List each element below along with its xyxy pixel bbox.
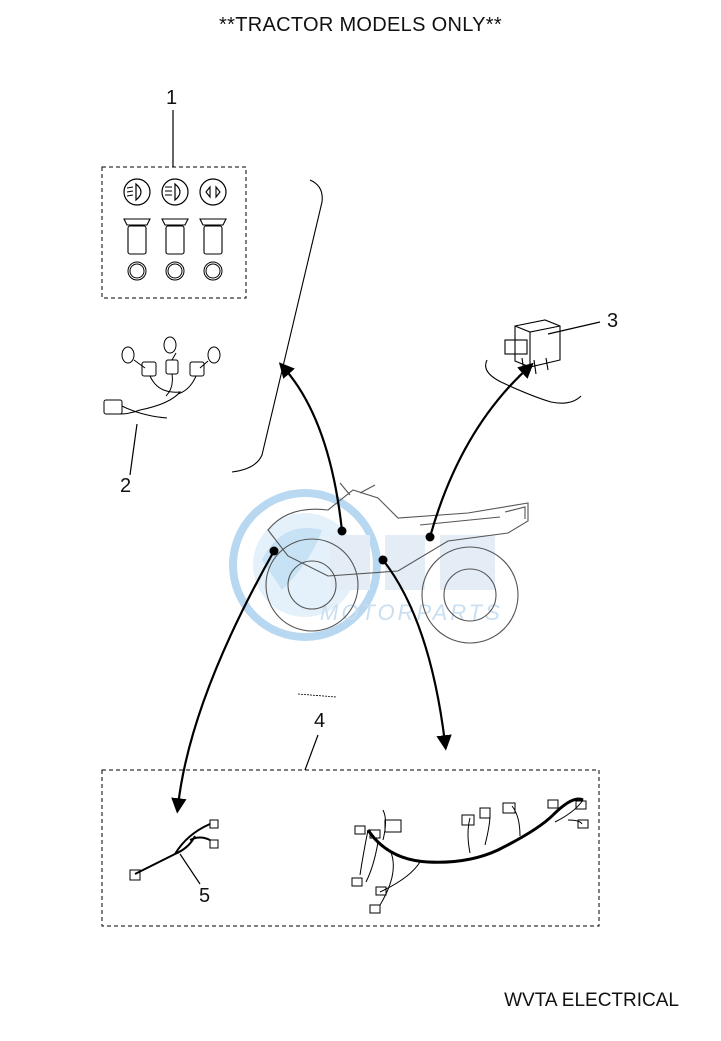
- retaining-ring-set: [127, 261, 223, 281]
- high-beam-icon: [161, 178, 189, 206]
- atv-outline: [265, 482, 529, 644]
- watermark-text: MOTORPARTS: [320, 600, 503, 625]
- part-2-bulb-harness: [103, 336, 221, 476]
- part-3-relay: [485, 319, 601, 404]
- connector-arrows: [171, 362, 534, 814]
- callout-1: 1: [166, 87, 178, 109]
- diagram-title: **TRACTOR MODELS ONLY**: [219, 14, 502, 36]
- group-bracket: [231, 179, 323, 473]
- diagram-footer-caption: WVTA ELECTRICAL: [504, 990, 679, 1011]
- hazard-icon: [199, 178, 227, 206]
- callout-5: 5: [199, 885, 211, 907]
- bulb-holder-set: [123, 218, 227, 255]
- low-beam-icon: [123, 178, 151, 206]
- part-1-bulb-set: [101, 110, 247, 299]
- part-4-wiring-harness: [101, 734, 600, 927]
- callout-2: 2: [120, 475, 132, 497]
- callout-4: 4: [314, 710, 326, 732]
- watermark-logo: MOTORPARTS: [229, 489, 503, 641]
- callout-3: 3: [607, 310, 619, 332]
